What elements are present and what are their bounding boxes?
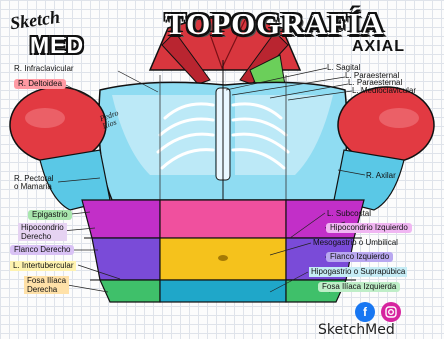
label-fosa-iliaca-izquierda: Fosa Ilíaca Izquierda xyxy=(318,282,400,292)
brand-name: SketchMed xyxy=(318,322,395,338)
label-axilar: R. Axilar xyxy=(366,171,396,181)
hipocondrio-derecho xyxy=(82,200,160,238)
instagram-icon[interactable] xyxy=(381,302,401,322)
umbilicus xyxy=(218,255,228,261)
instagram-glyph xyxy=(385,306,397,318)
label-mesogastrio: Mesogastrio o Umbilical xyxy=(313,238,398,248)
label-hipocondrio-izquierdo: Hipocondrio Izquierdo xyxy=(326,223,412,233)
label-hipocondrio-derecho: Hipocondrio Derecho xyxy=(18,223,67,241)
label-hipogastrio: Hipogastrio o Suprapúbica xyxy=(309,267,407,277)
label-deltoidea: R. Deltoidea xyxy=(14,79,66,89)
fosa-iliaca-derecha xyxy=(100,280,160,302)
label-intertubercular: L. Intertubercular xyxy=(10,261,76,271)
hipogastrio xyxy=(160,280,286,302)
logo-med-text: MED xyxy=(30,32,84,59)
label-flanco-derecho: Flanco Derecho xyxy=(10,245,74,255)
label-fosa-iliaca-derecha: Fosa Ilíaca Derecha xyxy=(24,276,69,294)
flanco-derecho xyxy=(92,238,160,280)
label-pectoral: R. Pectoral o Mamaria xyxy=(14,175,54,191)
page-subtitle: AXIAL xyxy=(352,38,405,56)
label-flanco-izquierdo: Flanco Izquierdo xyxy=(326,252,393,262)
facebook-icon[interactable]: f xyxy=(355,302,375,322)
label-subcostal: L. Subcostal xyxy=(327,209,371,219)
label-epigastrio: Epigastrio xyxy=(28,210,72,220)
label-medioclavicular: L. Medioclavicular xyxy=(352,86,416,96)
page-title: TOPOGRAFÍA xyxy=(165,6,385,42)
epigastrio xyxy=(160,200,286,238)
label-infraclavicular: R. Infraclavicular xyxy=(14,64,74,74)
